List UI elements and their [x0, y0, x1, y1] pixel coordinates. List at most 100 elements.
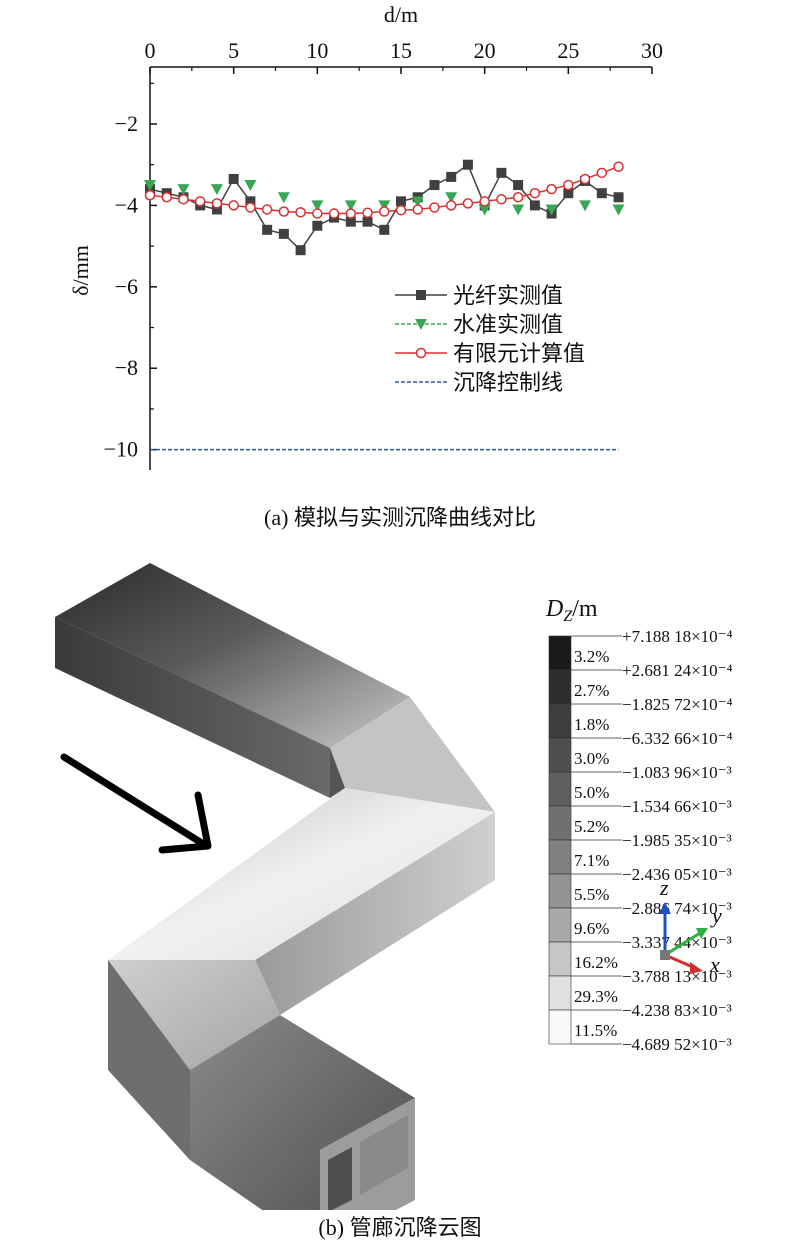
data-point — [412, 204, 423, 215]
legend-bound: −4.238 83×10⁻³ — [622, 1001, 732, 1020]
x-axis-label: x — [709, 952, 720, 977]
data-point — [445, 200, 457, 211]
coordinate-triad: z y x — [659, 875, 722, 977]
data-point — [579, 173, 591, 185]
legend-percentage: 11.5% — [574, 1021, 617, 1040]
data-point — [177, 184, 190, 196]
data-point — [613, 161, 624, 172]
data-point — [295, 245, 306, 256]
data-point — [328, 208, 340, 219]
data-point — [144, 189, 156, 201]
data-point — [462, 159, 473, 170]
z-axis-label: z — [659, 875, 669, 900]
legend-label-4: 沉降控制线 — [453, 370, 563, 395]
y-axis-title: δ/mm — [68, 245, 93, 296]
legend-color-bin — [548, 941, 572, 977]
tunnel-segment-3-front-left — [108, 960, 190, 1160]
legend-label-3: 有限元计算值 — [453, 341, 585, 366]
legend-bound: +7.188 18×10⁻⁴ — [622, 627, 733, 646]
legend-marker — [416, 290, 426, 300]
series-2 — [144, 180, 625, 216]
data-point — [462, 198, 474, 209]
data-point — [211, 204, 222, 215]
data-point — [379, 224, 390, 235]
legend-bound: −4.689 52×10⁻³ — [622, 1035, 732, 1054]
data-point — [278, 228, 289, 239]
legend-bound: −3.337 44×10⁻³ — [622, 933, 732, 952]
data-point — [178, 194, 189, 205]
data-point — [262, 224, 273, 235]
y-tick-label: −8 — [115, 355, 138, 380]
tunnel-elbow-1 — [330, 697, 495, 812]
data-point — [211, 198, 223, 209]
triad-origin — [660, 950, 670, 960]
data-point — [345, 216, 356, 227]
tunnel-segment-3-front — [190, 1015, 415, 1210]
data-point — [161, 192, 172, 203]
data-point — [411, 196, 424, 208]
x-tick-label: 0 — [145, 38, 156, 63]
data-point — [529, 200, 540, 211]
y-axis-arrowhead — [696, 928, 708, 939]
y-tick-label: −10 — [104, 437, 138, 462]
legend-color-bin — [548, 737, 572, 773]
data-point — [396, 196, 406, 207]
data-point — [228, 200, 239, 211]
data-point — [563, 188, 574, 199]
legend-marker — [415, 347, 427, 359]
data-point — [362, 207, 373, 218]
tunnel-segment-1-side — [55, 617, 330, 798]
data-point — [261, 204, 273, 215]
data-point — [512, 204, 525, 216]
data-point — [312, 220, 323, 231]
y-axis-label: y — [710, 903, 722, 928]
data-point — [245, 202, 256, 213]
legend-color-bin — [548, 1009, 572, 1045]
data-point — [579, 200, 592, 212]
legend-color-bin — [548, 635, 572, 671]
tunnel-segment-2-top — [108, 788, 495, 960]
legend-color-bin — [548, 975, 572, 1011]
y-tick-label: −6 — [115, 274, 138, 299]
data-point — [545, 204, 558, 216]
data-point — [244, 180, 257, 192]
legend-bound: −1.083 96×10⁻³ — [622, 763, 732, 782]
legend-label-2: 水准实测值 — [453, 312, 563, 337]
y-tick-label: −4 — [115, 192, 138, 217]
legend-percentage: 1.8% — [574, 715, 609, 734]
data-point — [378, 200, 391, 212]
data-point — [312, 208, 323, 219]
series-3 — [144, 161, 624, 219]
data-point — [194, 196, 206, 207]
data-point — [344, 200, 357, 212]
data-point — [311, 200, 324, 212]
legend-percentage: 5.2% — [574, 817, 609, 836]
direction-arrow-shaft — [60, 753, 209, 849]
data-point — [478, 204, 491, 216]
legend-percentage: 5.5% — [574, 885, 609, 904]
data-point — [362, 216, 373, 227]
data-point — [277, 192, 290, 204]
legend-color-bin — [548, 907, 572, 943]
legend-bound: −2.436 05×10⁻³ — [622, 865, 732, 884]
legend-bound: −1.534 66×10⁻³ — [622, 797, 732, 816]
legend-percentage: 7.1% — [574, 851, 609, 870]
data-point — [379, 206, 390, 217]
data-point — [210, 184, 223, 196]
data-point — [563, 179, 574, 191]
settlement-contour-figure: DZ/m 3.2%2.7%1.8%3.0%5.0%5.2%7.1%5.5%9.6… — [55, 563, 733, 1210]
legend-label-1: 光纤实测值 — [453, 283, 563, 308]
direction-arrow-head — [158, 791, 212, 854]
data-point — [445, 192, 458, 204]
legend-color-bin — [548, 873, 572, 909]
y-axis — [664, 931, 701, 957]
data-point — [496, 194, 507, 205]
caption-a: (a) 模拟与实测沉降曲线对比 — [264, 505, 536, 530]
data-point — [446, 171, 457, 182]
contour-legend-title: DZ/m — [545, 596, 598, 625]
x-tick-label: 30 — [641, 38, 663, 63]
legend-bound: −1.985 35×10⁻³ — [622, 831, 732, 850]
